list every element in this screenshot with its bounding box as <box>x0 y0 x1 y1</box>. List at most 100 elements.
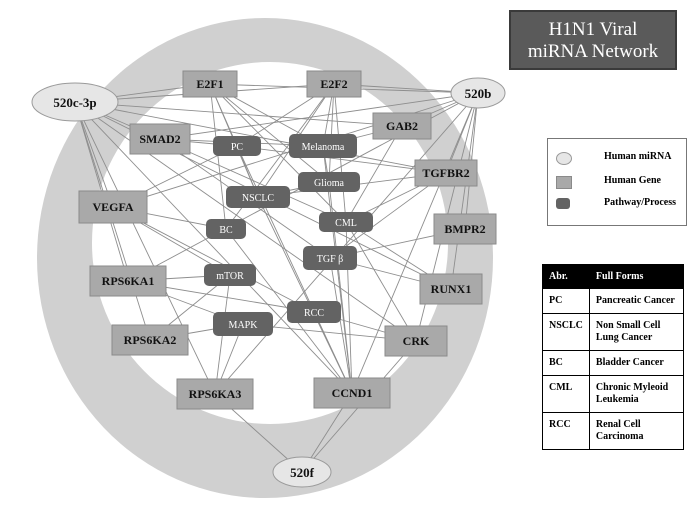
title-line-1: H1N1 Viral <box>548 19 638 40</box>
title-line-2: miRNA Network <box>527 41 659 62</box>
table-row: RCC Renal Cell Carcinoma <box>542 412 685 450</box>
edge-m1-TGFBR2 <box>74 101 447 174</box>
edge-E2F1-Glioma <box>209 83 330 183</box>
gene-box <box>372 112 432 140</box>
edge-E2F2-Glioma <box>328 83 335 183</box>
gene-box <box>111 324 189 356</box>
pathway-node-TGFb: TGF β <box>303 246 357 270</box>
gene-box <box>89 265 167 297</box>
pathway-label: BC <box>219 225 233 236</box>
pathway-node-RCC: RCC <box>287 301 341 323</box>
table-row: PC Pancreatic Cancer <box>542 288 685 314</box>
mirna-ellipse <box>450 77 506 109</box>
edge-m1-RPS6KA3 <box>74 101 216 395</box>
gene-node-RPS6KA2: RPS6KA2 <box>111 324 189 356</box>
full-form-cell: Renal Cell Carcinoma <box>588 412 685 450</box>
edge-m2-CCND1 <box>351 92 479 394</box>
mirna-node-520c-3p: 520c-3p <box>31 82 119 122</box>
full-form-cell: Chronic Myleoid Leukemia <box>588 375 685 413</box>
edge-m2-SMAD2 <box>159 92 479 140</box>
diagram-title: H1N1 Viral miRNA Network <box>509 10 677 70</box>
gene-box <box>129 123 191 155</box>
gene-label: SMAD2 <box>139 132 180 146</box>
pathway-label: PC <box>231 142 244 153</box>
edge-GAB2-CML <box>345 125 403 223</box>
abbr-cell: CML <box>542 375 590 413</box>
pathway-box <box>303 246 357 270</box>
full-form-cell: Pancreatic Cancer <box>588 288 685 314</box>
legend-label-pathway: Pathway/Process <box>604 197 677 208</box>
edge-m2-RUNX1 <box>450 92 479 290</box>
gene-node-BMPR2: BMPR2 <box>433 213 497 245</box>
abbreviation-table: Abr. Full Forms PC Pancreatic Cancer NSC… <box>542 264 685 450</box>
table-row: CML Chronic Myleoid Leukemia <box>542 375 685 413</box>
edge-m1-GAB2 <box>74 101 403 127</box>
gene-box <box>182 70 238 98</box>
gene-box <box>306 70 362 98</box>
pathway-label: NSCLC <box>242 193 275 204</box>
gene-node-GAB2: GAB2 <box>372 112 432 140</box>
gene-node-CRK: CRK <box>384 325 448 357</box>
pathway-node-mTOR: mTOR <box>204 264 256 286</box>
pathway-node-PC: PC <box>213 136 261 156</box>
pathway-node-BC: BC <box>206 219 246 239</box>
gene-node-E2F1: E2F1 <box>182 70 238 98</box>
pathway-box <box>213 312 273 336</box>
gene-label: E2F2 <box>320 77 347 91</box>
abbr-cell: RCC <box>542 412 590 450</box>
pathway-box <box>226 186 290 208</box>
gene-label: TGFBR2 <box>422 166 469 180</box>
pathway-node-MAPK: MAPK <box>213 312 273 336</box>
gene-label: RUNX1 <box>431 282 472 296</box>
gene-box <box>78 190 148 224</box>
gene-label: E2F1 <box>196 77 223 91</box>
legend-label-gene: Human Gene <box>604 175 661 186</box>
pathway-box <box>319 212 373 232</box>
table-row: BC Bladder Cancer <box>542 350 685 376</box>
pathway-node-CML: CML <box>319 212 373 232</box>
pathway-label: TGF β <box>317 254 343 265</box>
edge-TGFBR2-PC <box>236 145 447 174</box>
pathway-box <box>213 136 261 156</box>
pathway-node-Melanoma: Melanoma <box>289 134 357 158</box>
gene-legend-symbol <box>556 176 572 189</box>
mirna-ellipse <box>272 456 332 488</box>
gene-node-RUNX1: RUNX1 <box>419 273 483 305</box>
pathway-box <box>298 172 360 192</box>
pathway-label: Melanoma <box>302 142 345 153</box>
pathway-label: RCC <box>304 308 324 319</box>
gene-label: BMPR2 <box>444 222 485 236</box>
edge-m1-CCND1 <box>74 101 353 394</box>
pathway-box <box>289 134 357 158</box>
gene-node-VEGFA: VEGFA <box>78 190 148 224</box>
abbr-cell: PC <box>542 288 590 314</box>
pathway-node-NSCLC: NSCLC <box>226 186 290 208</box>
legend-label-mirna: Human miRNA <box>604 151 672 162</box>
mirna-legend-symbol <box>556 152 572 165</box>
pathway-label: mTOR <box>216 271 244 282</box>
mirna-label: 520b <box>465 86 492 101</box>
pathway-label: CML <box>335 218 357 229</box>
pathway-node-Glioma: Glioma <box>298 172 360 192</box>
edge-E2F1-BC <box>209 83 227 230</box>
gene-node-SMAD2: SMAD2 <box>129 123 191 155</box>
pathway-legend-symbol <box>556 198 570 209</box>
gene-node-E2F2: E2F2 <box>306 70 362 98</box>
gene-box <box>433 213 497 245</box>
gene-label: CRK <box>403 334 430 348</box>
header-abbr: Abr. <box>542 264 590 289</box>
abbreviation-table-header: Abr. Full Forms <box>542 264 685 289</box>
gene-box <box>176 378 254 410</box>
edge-CRK-CML <box>345 221 417 342</box>
edge-E2F1-CML <box>209 83 347 223</box>
gene-box <box>313 377 391 409</box>
gene-node-RPS6KA3: RPS6KA3 <box>176 378 254 410</box>
pathway-label: MAPK <box>229 320 259 331</box>
gene-node-RPS6KA1: RPS6KA1 <box>89 265 167 297</box>
edge-VEGFA-RCC <box>112 206 315 313</box>
full-form-cell: Non Small Cell Lung Cancer <box>588 313 685 351</box>
gene-box <box>419 273 483 305</box>
abbr-cell: NSCLC <box>542 313 590 351</box>
gene-label: RPS6KA1 <box>102 274 155 288</box>
mirna-node-520b: 520b <box>450 77 506 109</box>
